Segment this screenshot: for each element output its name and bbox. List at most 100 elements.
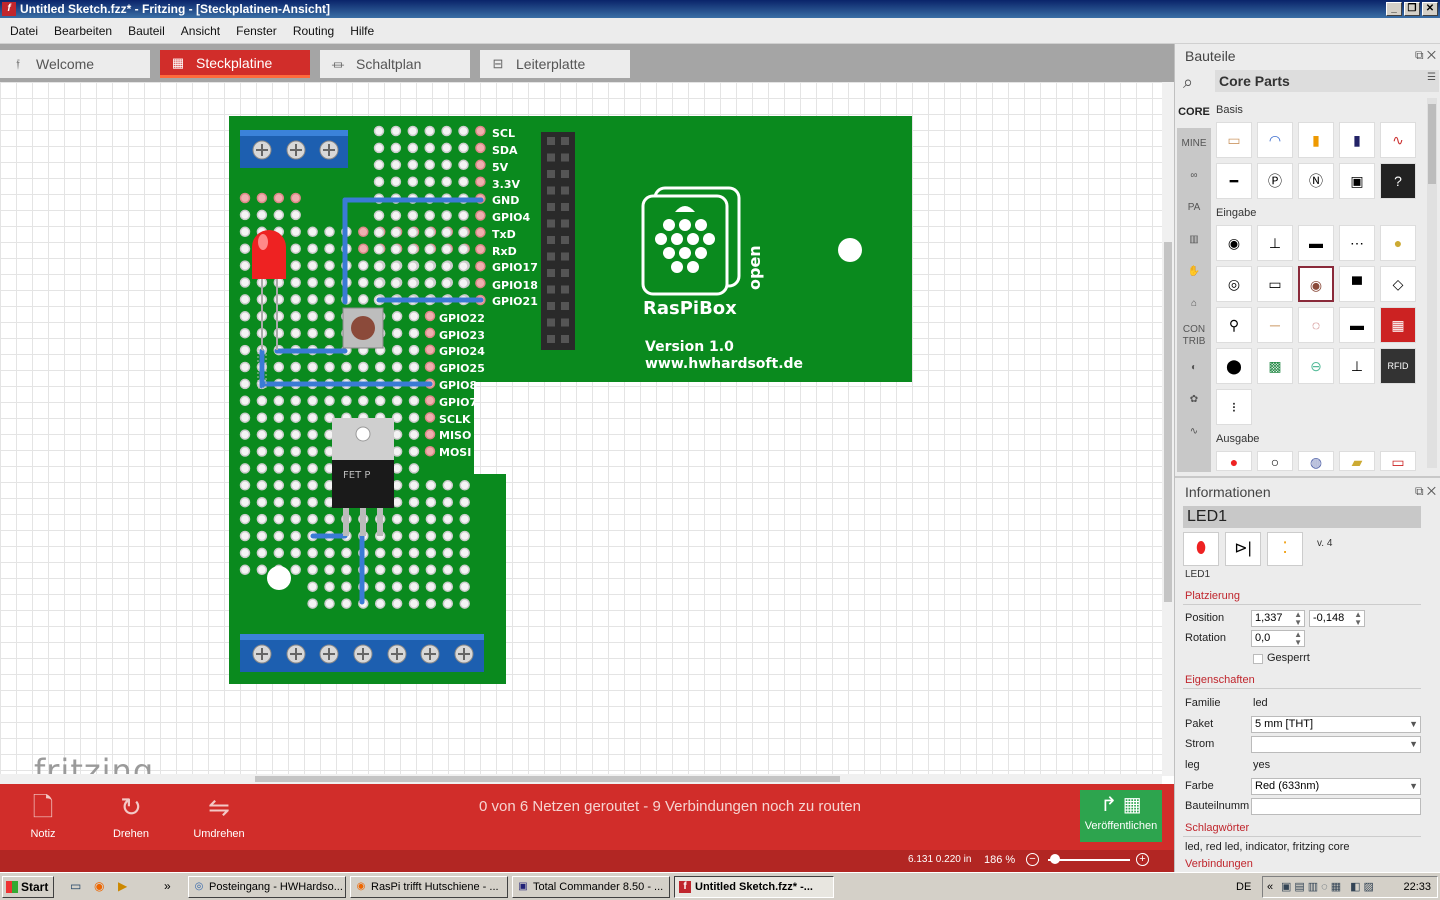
canvas-horizontal-scrollbar[interactable] [0,774,1162,784]
chevron-right-icon[interactable]: » [164,879,171,893]
trimmer-part-icon[interactable]: ◎ [1216,266,1252,302]
ldr-part-icon[interactable]: ◌ [1298,307,1334,343]
led-red[interactable] [252,230,286,389]
seven-segment-part-icon[interactable]: ▭ [1380,451,1416,471]
tab-pcb[interactable]: ⊟ Leiterplatte [480,50,630,78]
lamp-part-icon[interactable]: ○ [1257,451,1293,471]
piezo-part-icon[interactable]: ● [1380,225,1416,261]
display-part-icon[interactable]: ▰ [1339,451,1375,471]
led-part-icon[interactable]: ● [1216,451,1252,471]
humidity-sensor-part-icon[interactable]: ⁝ [1216,389,1252,425]
menu-fenster[interactable]: Fenster [236,23,277,38]
hand-bin-icon[interactable]: ✋ [1187,266,1201,277]
media-icon[interactable]: ▶ [118,879,128,893]
slide-switch-part-icon[interactable]: ▭ [1257,266,1293,302]
info-panel-controls[interactable]: ⧉ ✕ [1414,484,1436,498]
package-select[interactable]: 5 mm [THT]▼ [1251,716,1421,733]
flower-bin-icon[interactable]: ✿ [1189,394,1199,405]
tray-icons[interactable]: ▣▤▥◌▦ ◧▨ [1281,881,1377,893]
zoom-out-button[interactable]: − [1026,853,1039,866]
parts-scrollbar[interactable] [1427,98,1437,468]
tilt-switch-part-icon[interactable]: ◇ [1380,266,1416,302]
zoom-slider-track[interactable] [1048,859,1130,861]
inductor-part-icon[interactable]: ∿ [1380,122,1416,158]
show-desktop-icon[interactable]: ▭ [70,879,82,893]
dip-switch-part-icon[interactable]: ⋯ [1339,225,1375,261]
antenna-part-icon[interactable]: ⊥ [1339,348,1375,384]
menu-bauteil[interactable]: Bauteil [128,23,165,38]
flip-button[interactable]: ⇋ Umdrehen [184,790,254,840]
ceramic-capacitor-part-icon[interactable]: ◠ [1257,122,1293,158]
sensor-module-part-icon[interactable]: ▩ [1257,348,1293,384]
pnp-transistor-part-icon[interactable]: Ⓟ [1257,163,1293,199]
zoom-slider-handle[interactable] [1050,854,1060,864]
locked-checkbox[interactable] [1253,654,1263,664]
menu-routing[interactable]: Routing [292,23,335,38]
tray-expand-icon[interactable]: « [1267,881,1274,893]
mystery-part-icon[interactable]: ? [1380,163,1416,199]
restore-button[interactable]: ❐ [1404,2,1420,16]
partnumber-input[interactable] [1251,798,1421,815]
zoom-in-button[interactable]: + [1136,853,1149,866]
language-indicator[interactable]: DE [1236,881,1252,893]
seeed-bin-icon[interactable]: ◐ [1190,362,1198,373]
push-button[interactable] [342,307,384,349]
current-input[interactable]: ▼ [1251,736,1421,753]
close-window-button[interactable]: ✕ [1422,2,1438,16]
electrolytic-capacitor-part-icon[interactable]: ▮ [1339,122,1375,158]
rotate-button[interactable]: ↻ Drehen [96,790,166,840]
bin-contrib[interactable]: CON TRIB [1182,324,1206,347]
rotation-input[interactable]: 0,0▲▼ [1251,630,1305,647]
wave-bin-icon[interactable]: ∿ [1189,426,1199,437]
start-button[interactable]: Start [2,876,54,898]
search-icon[interactable]: ⌕ [1183,72,1194,92]
bin-core[interactable]: CORE [1177,96,1211,128]
raspibox-board[interactable]: SCL SDA 5V 3.3V GND GPIO4 TxD RxD GPIO17… [0,82,1162,776]
pa-bin-icon[interactable]: PA [1187,202,1201,213]
reed-part-icon[interactable]: ▬ [1339,307,1375,343]
diode-part-icon[interactable]: ━ [1216,163,1252,199]
position-y-input[interactable]: -0,148▲▼ [1309,610,1365,627]
parts-panel-controls[interactable]: ⧉ ✕ [1414,48,1436,62]
npn-transistor-part-icon[interactable]: Ⓝ [1298,163,1334,199]
bin-menu-icon[interactable]: ☰ [1427,72,1436,83]
minimize-button[interactable]: _ [1386,2,1402,16]
fet-transistor[interactable]: FET P [332,418,394,536]
menu-ansicht[interactable]: Ansicht [180,23,221,38]
ic-bin-icon[interactable]: ▥ [1189,234,1199,245]
task-total-commander[interactable]: ▣ Total Commander 8.50 - ... [512,876,670,898]
tantalum-capacitor-part-icon[interactable]: ▮ [1298,122,1334,158]
rgb-led-part-icon[interactable]: ◍ [1298,451,1334,471]
routing-status[interactable]: 0 von 6 Netzen geroutet - 9 Verbindungen… [479,798,861,815]
task-thunderbird[interactable]: ◎ Posteingang - HWHardso... [188,876,346,898]
canvas-vertical-scrollbar[interactable] [1162,82,1174,776]
publish-button[interactable]: ↱ ▦ Veröffentlichen [1080,790,1162,842]
resistor-part-icon[interactable]: ▭ [1216,122,1252,158]
menu-bearbeiten[interactable]: Bearbeiten [54,23,113,38]
slide-potentiometer-part-icon[interactable]: ▬ [1298,225,1334,261]
tab-breadboard[interactable]: ▦ Steckplatine [160,50,310,78]
firefox-icon[interactable]: ◉ [94,879,105,893]
task-fritzing[interactable]: f Untitled Sketch.fzz* -... [674,876,834,898]
toggle-switch-part-icon[interactable]: ▀ [1339,266,1375,302]
pushbutton-part-icon[interactable]: ◉ [1298,266,1334,302]
panel-divider[interactable] [1175,476,1440,478]
potentiometer-part-icon[interactable]: ⊥ [1257,225,1293,261]
breadboard-canvas[interactable]: SCL SDA 5V 3.3V GND GPIO4 TxD RxD GPIO17… [0,82,1162,776]
menu-datei[interactable]: Datei [10,23,39,38]
cat-bin-icon[interactable]: ⌂ [1190,298,1198,309]
bin-mine[interactable]: MINE [1181,138,1207,149]
rotary-encoder-part-icon[interactable]: ◉ [1216,225,1252,261]
rfid-part-icon[interactable]: RFID [1380,348,1416,384]
wire-part-icon[interactable]: ─ [1257,307,1293,343]
fet-part-icon[interactable]: ▣ [1339,163,1375,199]
note-button[interactable]: 🗋 Notiz [8,790,78,840]
menu-hilfe[interactable]: Hilfe [350,23,375,38]
position-x-input[interactable]: 1,337▲▼ [1251,610,1305,627]
temperature-sensor-part-icon[interactable]: ⬤ [1216,348,1252,384]
color-select[interactable]: Red (633nm)▼ [1251,778,1421,795]
task-firefox[interactable]: ◉ RasPi trifft Hutschiene - ... [350,876,508,898]
reed-switch-part-icon[interactable]: ⊖ [1298,348,1334,384]
arduino-bin-icon[interactable]: ∞ [1190,170,1198,181]
sensor-board-part-icon[interactable]: ▦ [1380,307,1416,343]
